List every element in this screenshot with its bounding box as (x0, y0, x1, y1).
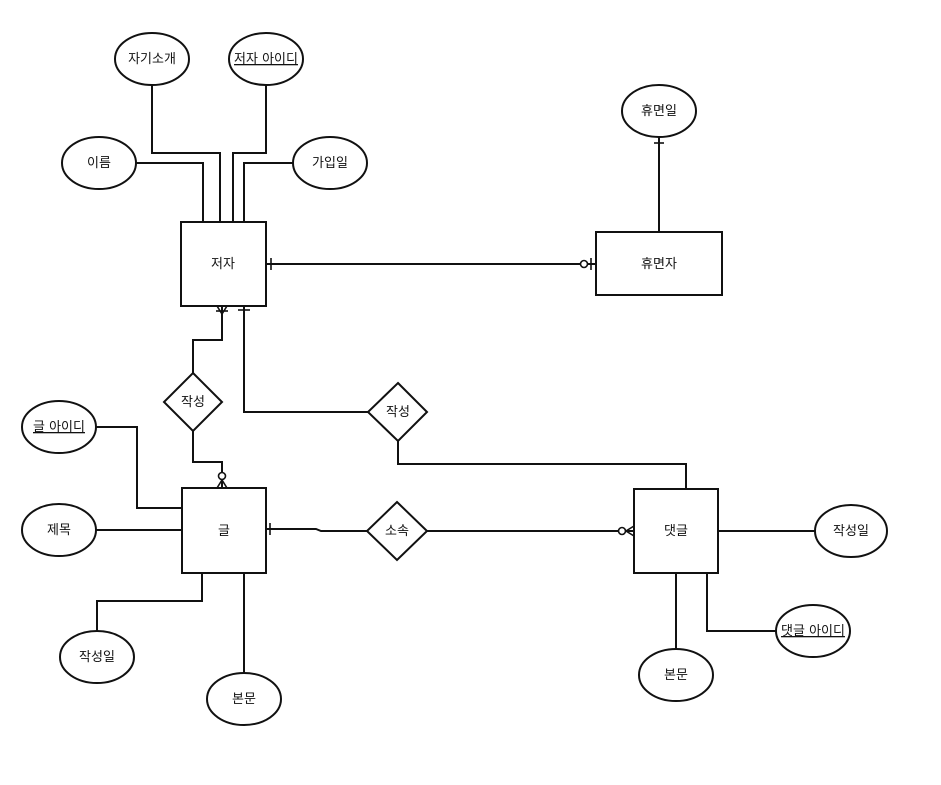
cardinality-marks (216, 142, 664, 537)
attribute-post-body-label: 본문 (232, 692, 256, 707)
attribute-post-created[interactable]: 작성일 (59, 630, 135, 684)
entity-comment[interactable]: 댓글 (633, 488, 719, 574)
attribute-author-intro-label: 자기소개 (128, 52, 176, 67)
edge-author-writes-post (192, 306, 223, 373)
attribute-comment-id-label: 댓글 아이디 (781, 624, 845, 639)
edge-author-intro (151, 85, 221, 222)
attribute-author-join-date-label: 가입일 (312, 156, 348, 171)
attribute-post-title-label: 제목 (47, 523, 71, 538)
attribute-dormant-date-label: 휴면일 (641, 104, 677, 119)
relationship-writes-post-label: 작성 (181, 395, 205, 410)
edges (96, 85, 815, 673)
edge-author-id (232, 85, 267, 222)
attribute-comment-body[interactable]: 본문 (638, 648, 714, 702)
entity-post[interactable]: 글 (181, 487, 267, 574)
crow-mark-post (216, 478, 228, 489)
attribute-comment-id[interactable]: 댓글 아이디 (775, 604, 851, 658)
attribute-comment-created-label: 작성일 (833, 524, 869, 539)
edge-author-writes-comment (243, 306, 368, 413)
attribute-post-created-label: 작성일 (79, 650, 115, 665)
entity-author-label: 저자 (211, 257, 235, 272)
attribute-comment-created[interactable]: 작성일 (814, 504, 888, 558)
attribute-dormant-date[interactable]: 휴면일 (621, 84, 697, 138)
edge-author-name (136, 162, 204, 222)
edge-post-created (96, 573, 203, 631)
edge-post-id (96, 426, 182, 509)
relationship-writes-post[interactable]: 작성 (162, 371, 224, 433)
edge-author-join-date (243, 162, 296, 222)
attribute-author-name[interactable]: 이름 (61, 136, 137, 190)
edge-writes-comment-comment (397, 441, 687, 489)
crow-mark-comment (624, 525, 635, 537)
edge-post-belongs (266, 528, 367, 532)
attribute-post-body[interactable]: 본문 (206, 672, 282, 726)
relationship-belongs-to[interactable]: 소속 (365, 500, 429, 562)
entity-dormant-user[interactable]: 휴면자 (595, 231, 723, 296)
attribute-author-intro[interactable]: 자기소개 (114, 32, 190, 86)
entity-dormant-user-label: 휴면자 (641, 257, 677, 272)
entity-author[interactable]: 저자 (180, 221, 267, 307)
attribute-comment-body-label: 본문 (664, 668, 688, 683)
attribute-post-id-label: 글 아이디 (33, 420, 85, 435)
attribute-post-id[interactable]: 글 아이디 (21, 400, 97, 454)
relationship-writes-comment-label: 작성 (386, 405, 410, 420)
edge-comment-id (706, 573, 777, 632)
entity-post-label: 글 (218, 524, 230, 539)
zero-mark-dormant (579, 259, 589, 269)
relationship-belongs-to-label: 소속 (385, 524, 409, 539)
edge-writes-post-post (192, 431, 223, 488)
attribute-author-name-label: 이름 (87, 156, 111, 171)
attribute-author-id[interactable]: 저자 아이디 (228, 32, 304, 86)
crow-mark-author-post (216, 305, 228, 316)
attribute-post-title[interactable]: 제목 (21, 503, 97, 557)
relationship-writes-comment[interactable]: 작성 (366, 381, 429, 443)
zero-mark-post (217, 471, 227, 481)
attribute-author-join-date[interactable]: 가입일 (292, 136, 368, 190)
entity-comment-label: 댓글 (664, 524, 688, 539)
zero-mark-comment (617, 526, 627, 536)
attribute-author-id-label: 저자 아이디 (234, 52, 298, 67)
